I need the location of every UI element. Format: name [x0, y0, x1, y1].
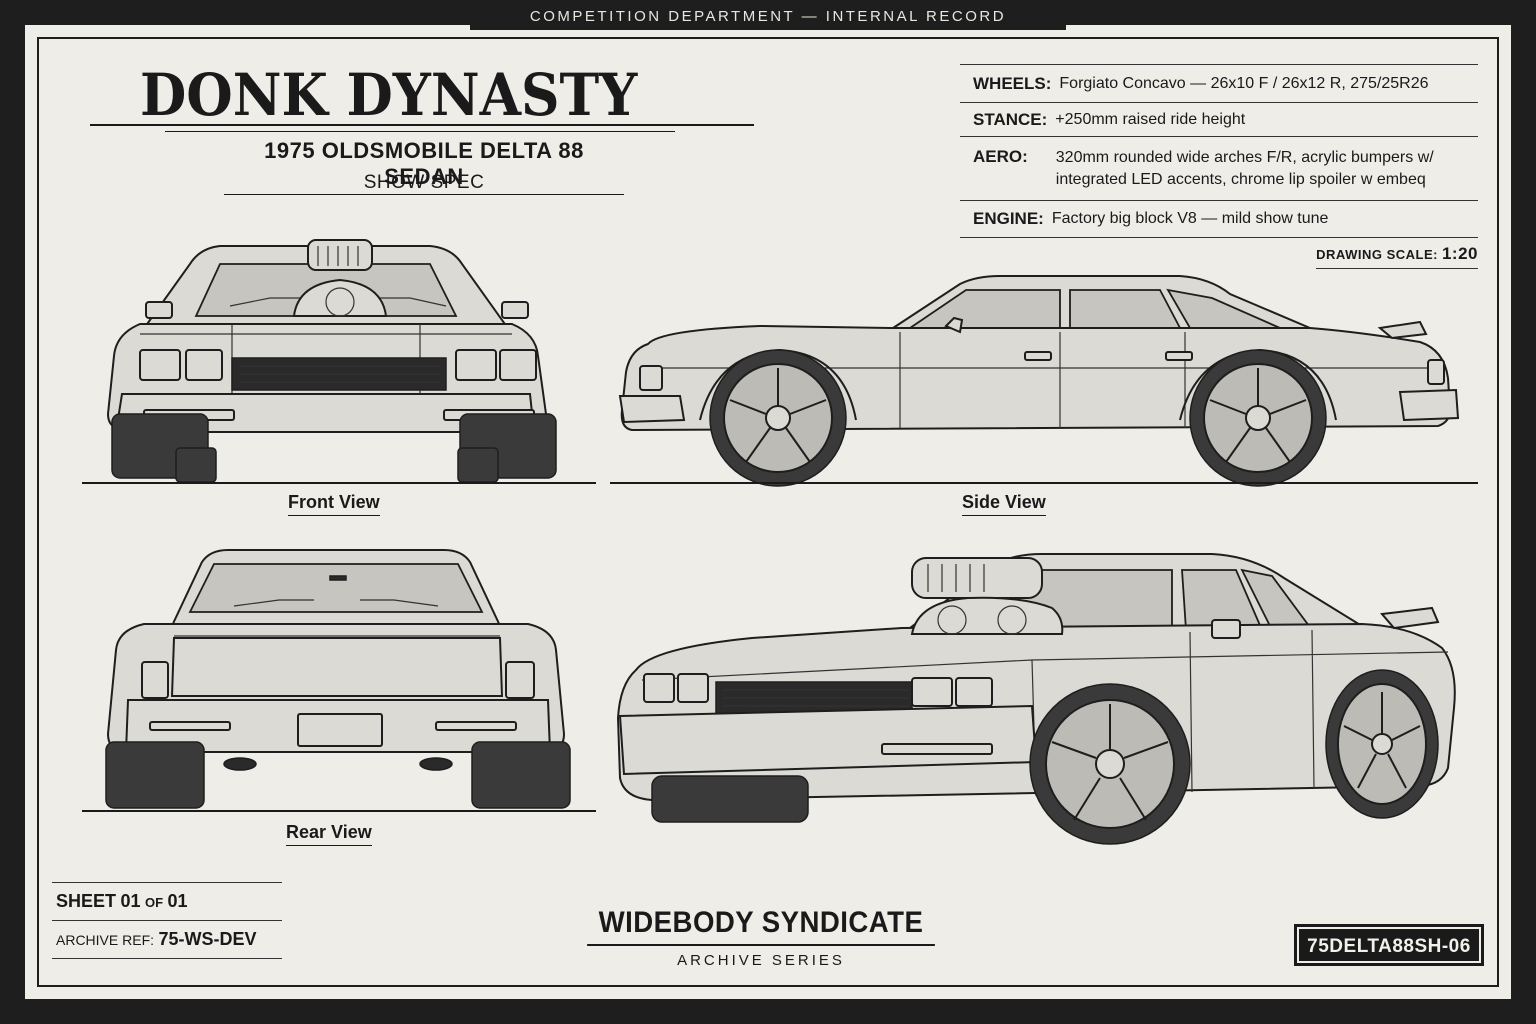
sheet-number: SHEET 01 OF 01	[52, 882, 282, 921]
front-view-label: Front View	[288, 492, 380, 516]
spec-key: STANCE:	[973, 109, 1048, 129]
spec-key: WHEELS:	[973, 73, 1052, 93]
spec-row-stance: STANCE: +250mm raised ride height	[960, 102, 1478, 136]
drawing-scale: DRAWING SCALE:1:20	[1316, 244, 1478, 269]
header-strip: COMPETITION DEPARTMENT — INTERNAL RECORD	[470, 4, 1066, 30]
sheet-num: 01	[120, 891, 141, 911]
rear-view-label: Rear View	[286, 822, 372, 846]
spec-row-aero: AERO: 320mm rounded wide arches F/R, acr…	[960, 136, 1478, 200]
spec-row-wheels: WHEELS: Forgiato Concavo — 26x10 F / 26x…	[960, 64, 1478, 102]
spec-value: Factory big block V8 — mild show tune	[1051, 210, 1329, 227]
spec-key: AERO:	[973, 147, 1028, 166]
spec-table: WHEELS: Forgiato Concavo — 26x10 F / 26x…	[960, 64, 1478, 238]
front-view-drawing	[106, 239, 557, 483]
archive-value: 75-WS-DEV	[158, 929, 257, 949]
sheet-info-box: SHEET 01 OF 01 ARCHIVE REF: 75-WS-DEV	[52, 882, 282, 959]
spec-value: Forgiato Concavo — 26x10 F / 26x12 R, 27…	[1059, 74, 1429, 92]
title-rule-thin	[165, 131, 675, 132]
scale-label: DRAWING SCALE:	[1316, 247, 1438, 262]
spec-row-engine: ENGINE: Factory big block V8 — mild show…	[960, 200, 1478, 238]
spec-value: 320mm rounded wide arches F/R, acrylic b…	[1055, 149, 1434, 188]
drawing-code-badge: 75DELTA88SH-06	[1294, 924, 1484, 966]
archive-ref: ARCHIVE REF: 75-WS-DEV	[52, 921, 282, 959]
perspective-view-drawing	[616, 553, 1456, 845]
side-view-drawing	[618, 275, 1460, 487]
scale-value: 1:20	[1441, 244, 1478, 263]
spec-key: ENGINE:	[973, 209, 1044, 228]
brand-block: WIDEBODY SYNDICATE ARCHIVE SERIES	[572, 906, 950, 969]
side-ground-line	[610, 482, 1478, 484]
side-view-label: Side View	[962, 492, 1046, 516]
sheet-label: SHEET	[56, 891, 117, 911]
title-rule	[90, 124, 754, 126]
model-subtitle: 1975 OLDSMOBILE DELTA 88 SEDAN	[224, 138, 624, 195]
sheet-of: OF	[144, 895, 164, 910]
page-title: Donk Dynasty	[140, 61, 638, 129]
sheet-total: 01	[167, 891, 188, 911]
rear-view-drawing	[105, 549, 571, 809]
spec-subtitle: SHOW SPEC	[363, 172, 485, 193]
archive-label: ARCHIVE REF:	[56, 932, 155, 948]
inner-border	[37, 37, 1499, 987]
spec-value: +250mm raised ride height	[1055, 110, 1246, 128]
brand-sub: ARCHIVE SERIES	[677, 952, 845, 969]
rear-ground-line	[82, 810, 596, 812]
brand-name: WIDEBODY SYNDICATE	[587, 906, 935, 946]
front-ground-line	[82, 482, 596, 484]
blueprint-sheet	[22, 22, 1514, 1002]
